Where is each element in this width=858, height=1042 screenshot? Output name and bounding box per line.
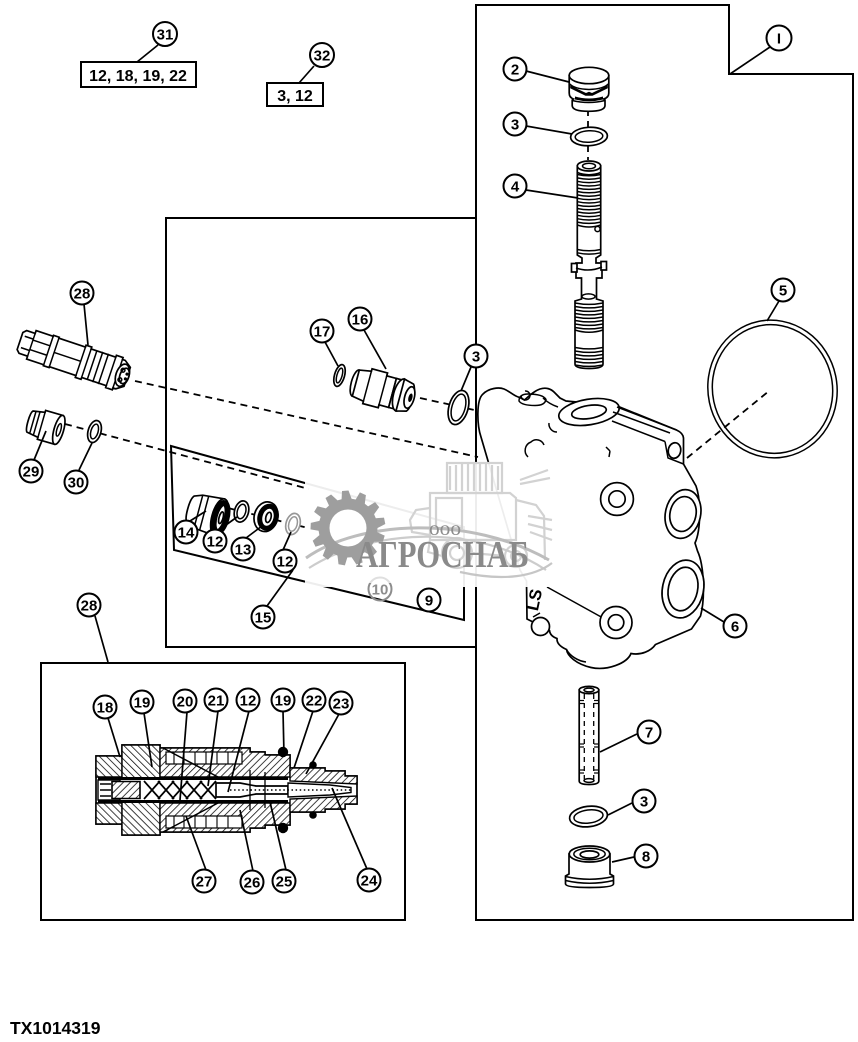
svg-text:16: 16 <box>352 312 369 329</box>
svg-text:ooo: ooo <box>429 518 461 540</box>
svg-text:3, 12: 3, 12 <box>277 88 313 105</box>
svg-text:3: 3 <box>640 794 648 811</box>
svg-text:5: 5 <box>779 283 787 300</box>
svg-text:28: 28 <box>81 598 98 615</box>
svg-text:4: 4 <box>511 179 520 196</box>
svg-text:TX1014319: TX1014319 <box>10 1018 101 1038</box>
svg-text:6: 6 <box>731 619 739 636</box>
svg-text:9: 9 <box>425 593 433 610</box>
svg-text:30: 30 <box>68 475 85 492</box>
svg-text:12, 18, 19, 22: 12, 18, 19, 22 <box>89 68 187 85</box>
svg-text:3: 3 <box>472 349 480 366</box>
svg-text:24: 24 <box>361 873 378 890</box>
svg-text:АГРОСНАБ: АГРОСНАБ <box>356 534 529 576</box>
svg-text:25: 25 <box>276 874 293 891</box>
svg-text:20: 20 <box>177 694 194 711</box>
svg-text:13: 13 <box>235 542 252 559</box>
svg-text:21: 21 <box>208 693 225 710</box>
svg-text:15: 15 <box>255 610 272 627</box>
svg-text:LS: LS <box>523 587 546 612</box>
svg-text:12: 12 <box>277 554 294 571</box>
svg-text:31: 31 <box>157 27 174 44</box>
svg-text:10: 10 <box>372 582 389 599</box>
svg-text:26: 26 <box>244 875 261 892</box>
svg-text:3: 3 <box>511 117 519 134</box>
svg-text:29: 29 <box>23 464 40 481</box>
svg-text:12: 12 <box>240 693 257 710</box>
svg-text:7: 7 <box>645 725 653 742</box>
svg-text:19: 19 <box>134 695 151 712</box>
svg-text:32: 32 <box>314 48 331 65</box>
svg-text:12: 12 <box>207 534 224 551</box>
svg-text:17: 17 <box>314 324 331 341</box>
svg-text:19: 19 <box>275 693 292 710</box>
svg-text:I: I <box>777 31 781 48</box>
svg-text:14: 14 <box>178 525 195 542</box>
svg-text:18: 18 <box>97 700 114 717</box>
svg-text:22: 22 <box>306 693 323 710</box>
svg-text:23: 23 <box>333 696 350 713</box>
svg-text:27: 27 <box>196 874 213 891</box>
svg-text:28: 28 <box>74 286 91 303</box>
svg-text:2: 2 <box>511 62 519 79</box>
svg-text:8: 8 <box>642 849 650 866</box>
